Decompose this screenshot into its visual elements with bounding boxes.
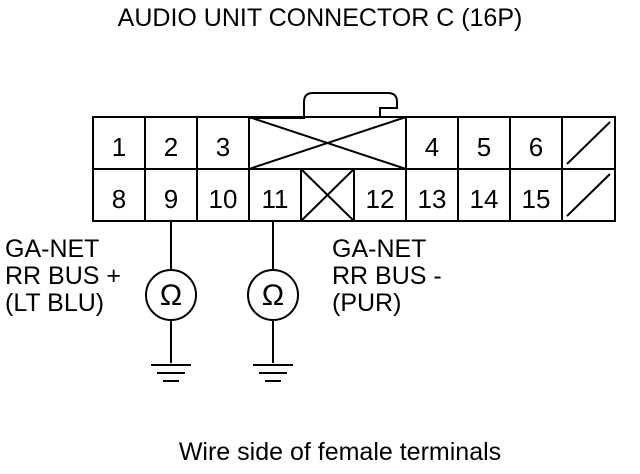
pin-9: 9 <box>164 184 178 214</box>
pin-1: 1 <box>112 132 126 162</box>
pin-15: 15 <box>522 184 551 214</box>
pin-10: 10 <box>209 184 238 214</box>
ground-icon <box>253 364 293 382</box>
blank-cavity-row2 <box>566 173 611 217</box>
unused-cavity-small <box>300 168 355 222</box>
pin-13: 13 <box>418 184 447 214</box>
pin-8: 8 <box>112 184 126 214</box>
diagram-caption: Wire side of female terminals <box>178 438 502 466</box>
blank-cavity-row1 <box>566 121 611 165</box>
wire-label-line: GA-NET <box>5 235 100 263</box>
pin-4: 4 <box>425 132 439 162</box>
diagram-title: AUDIO UNIT CONNECTOR C (16P) <box>117 4 523 32</box>
pin-5: 5 <box>477 132 491 162</box>
wire-label-line: RR BUS + <box>5 262 122 290</box>
wire-label-pin11: GA-NET RR BUS - (PUR) <box>332 236 442 317</box>
wire-label-pin9: GA-NET RR BUS + (LT BLU) <box>5 236 121 317</box>
pin-2: 2 <box>164 132 178 162</box>
pin-6: 6 <box>529 132 543 162</box>
ohm-symbol: Ω <box>160 279 182 312</box>
pin-11: 11 <box>262 184 289 214</box>
wire-label-line: RR BUS - <box>332 262 442 290</box>
ohm-symbol: Ω <box>262 279 284 312</box>
pin-3: 3 <box>216 132 230 162</box>
ground-icon <box>151 364 191 382</box>
connector-lock-tab <box>248 92 398 119</box>
pin-12: 12 <box>366 184 395 214</box>
wire-label-color: (LT BLU) <box>5 289 105 317</box>
wire-label-line: GA-NET <box>332 235 427 263</box>
unused-cavity-large <box>248 116 407 170</box>
wire-label-color: (PUR) <box>332 289 402 317</box>
pin-14: 14 <box>470 184 499 214</box>
